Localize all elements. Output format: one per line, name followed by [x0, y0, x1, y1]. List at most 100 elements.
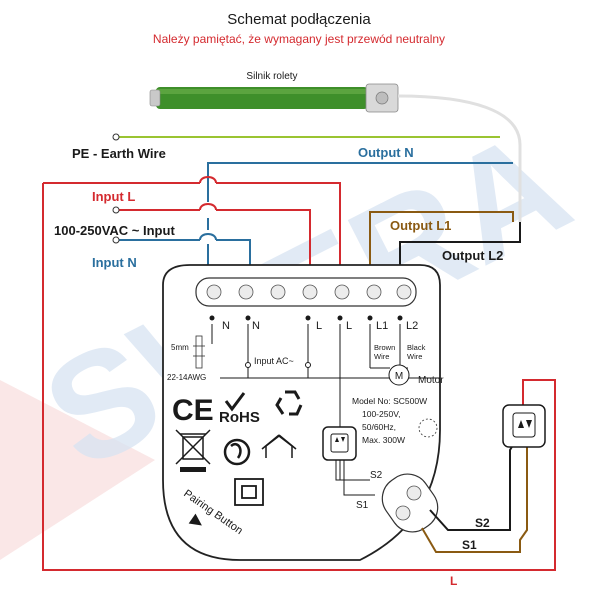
- terminal-label-n2: N: [252, 320, 260, 332]
- switch-module: N N L L L1 L2 Input AC~: [162, 264, 444, 561]
- input-l-hop-2: [199, 203, 217, 211]
- input-l-label: Input L: [92, 189, 135, 204]
- output-n-label: Output N: [358, 145, 414, 160]
- module-housing: [162, 264, 441, 561]
- screw-6: [366, 284, 382, 300]
- output-l2-label: Output L2: [442, 248, 503, 263]
- inner-s1-wire: [343, 460, 375, 496]
- awg-label: 22-14AWG: [167, 373, 206, 382]
- screw-5: [334, 284, 350, 300]
- indoor-use-icon: [261, 434, 297, 458]
- screw-1: [206, 284, 222, 300]
- s2-wire: [429, 439, 517, 531]
- input-n-label: Input N: [92, 255, 137, 270]
- screw-4: [302, 284, 318, 300]
- terminal-screws: [206, 284, 412, 300]
- input-node-l: [305, 362, 311, 368]
- motor-symbol-label: Motor: [418, 375, 444, 386]
- wall-switch-down-icon: [526, 420, 532, 428]
- s1-label: S1: [462, 538, 477, 552]
- pe-label: PE - Earth Wire: [72, 146, 166, 161]
- strip-wire: [195, 335, 203, 369]
- input-l-loop-wire: [42, 183, 556, 571]
- model-voltage: 100-250V,: [362, 409, 400, 419]
- motor-symbol: M Motor Brown Wire Black Wire: [374, 343, 444, 386]
- inner-switch-rocker[interactable]: [330, 433, 349, 453]
- output-l-group: Output L1 Output L2: [369, 211, 521, 320]
- terminal-label-l1: L: [316, 320, 322, 332]
- strip-gauge: 5mm 22-14AWG: [167, 335, 206, 382]
- input-n-terminal: [112, 236, 120, 244]
- screw-2: [238, 284, 254, 300]
- weee-bin-icon: [175, 429, 211, 472]
- certifications: CE RoHS: [172, 390, 303, 506]
- strip-length-label: 5mm: [171, 343, 189, 352]
- inner-switch[interactable]: S2 S1: [322, 426, 383, 511]
- terminal-label-n1: N: [222, 320, 230, 332]
- motor-tube-highlight: [156, 89, 368, 94]
- shutter-motor: Silnik rolety: [149, 71, 522, 222]
- status-led-icon: [418, 418, 438, 438]
- input-l-terminal: [112, 206, 120, 214]
- wall-switch[interactable]: [502, 404, 546, 448]
- terminal-label-out-l1: L1: [376, 320, 388, 332]
- motor-cable: [397, 94, 522, 222]
- input-l-hop-1: [199, 176, 217, 184]
- s-terminal-housing: [381, 473, 439, 533]
- watermark-red-triangle: [0, 380, 155, 560]
- node-1: [209, 315, 215, 321]
- screw-7: [396, 284, 412, 300]
- node-2: [245, 315, 251, 321]
- input-node-n: [245, 362, 251, 368]
- node-4: [337, 315, 343, 321]
- pe-wire-group: PE - Earth Wire: [72, 133, 500, 161]
- motor-head-knob: [375, 91, 389, 105]
- motor-label: Silnik rolety: [246, 71, 297, 82]
- model-frequency: 50/60Hz,: [362, 422, 396, 432]
- s-terminal-block: [381, 473, 439, 533]
- output-n-wire-top: [207, 162, 513, 178]
- model-number: Model No: SC500W: [352, 396, 427, 406]
- motor-symbol-circle: [388, 364, 410, 386]
- double-insulation-icon: [234, 478, 264, 506]
- motor-symbol-letter: M: [395, 371, 403, 382]
- node-5: [367, 315, 373, 321]
- output-l1-label: Output L1: [390, 218, 451, 233]
- page-title: Schemat podłączenia: [227, 11, 371, 28]
- s-screw-bottom: [395, 505, 411, 521]
- brown-wire-label-1: Brown: [374, 343, 395, 352]
- terminal-label-out-l2: L2: [406, 320, 418, 332]
- l-loop-label: L: [450, 574, 457, 588]
- wall-switch-rocker[interactable]: [512, 412, 536, 438]
- terminal-labels: N N L L L1 L2: [222, 320, 418, 332]
- recycle-icon: [275, 390, 303, 416]
- input-ac-label: Input AC~: [254, 356, 294, 366]
- pe-terminal: [112, 133, 120, 141]
- wall-switch-up-icon: [518, 420, 524, 428]
- inner-s1-label: S1: [356, 500, 369, 511]
- black-wire-label-1: Black: [407, 343, 426, 352]
- brown-wire-label-2: Wire: [374, 352, 389, 361]
- s-screw-top: [406, 485, 422, 501]
- node-3: [305, 315, 311, 321]
- s1-wire: [421, 440, 528, 553]
- green-dot-icon: [223, 438, 251, 466]
- inner-switch-down-icon: [341, 437, 345, 442]
- rohs-check-icon: [224, 392, 246, 412]
- node-6: [397, 315, 403, 321]
- output-n-group: Output N: [207, 145, 513, 178]
- model-power: Max. 300W: [362, 435, 405, 445]
- model-info: Model No: SC500W 100-250V, 50/60Hz, Max.…: [352, 396, 438, 445]
- ce-mark: CE: [172, 394, 214, 427]
- s2-label: S2: [475, 516, 490, 530]
- inner-switch-up-icon: [335, 437, 339, 442]
- motor-end-cap: [149, 89, 161, 107]
- page-subtitle: Należy pamiętać, że wymagany jest przewó…: [153, 32, 445, 46]
- inner-s2-label: S2: [370, 470, 383, 481]
- terminal-label-l2: L: [346, 320, 352, 332]
- screw-3: [270, 284, 286, 300]
- inner-s2-wire: [335, 460, 370, 481]
- black-wire-label-2: Wire: [407, 352, 422, 361]
